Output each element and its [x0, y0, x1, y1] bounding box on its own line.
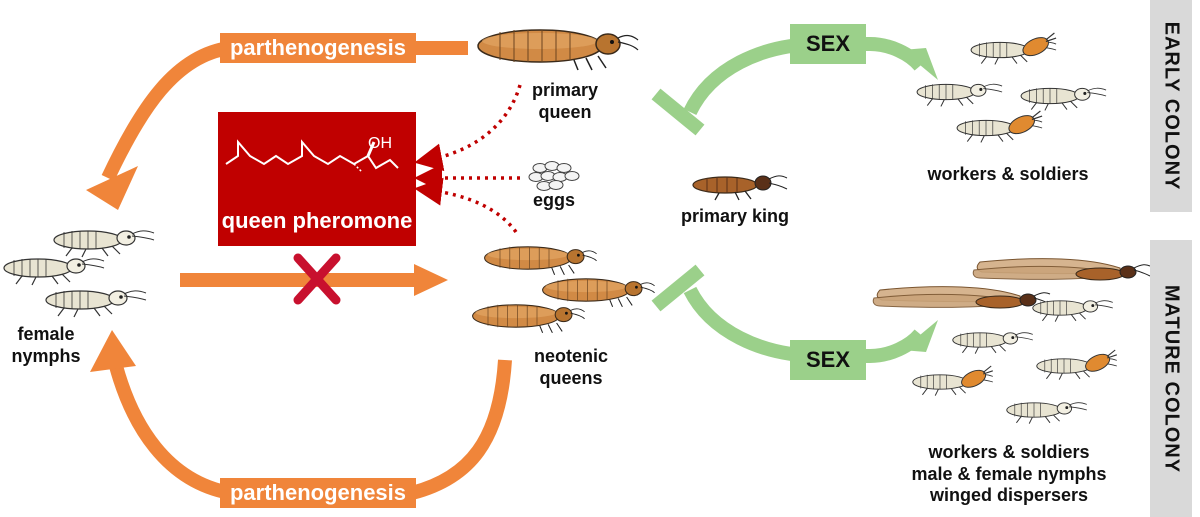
parthenogenesis-top-box: parthenogenesis: [220, 33, 416, 63]
bottom-arrowhead: [90, 330, 136, 372]
nymph-icon: [53, 230, 155, 258]
worker-icon: [1020, 87, 1107, 111]
neotenic-queen-icon: [472, 304, 586, 334]
blocked-cross-icon: [293, 253, 341, 305]
top-arrowhead: [86, 166, 138, 210]
female-nymphs-label: female nymphs: [11, 324, 81, 366]
queen-pheromone-label: queen pheromone: [221, 208, 413, 233]
worker-icon: [916, 83, 1003, 107]
neotenic-queen-icon: [542, 278, 656, 308]
soldier-icon: [957, 111, 1042, 142]
queen-pheromone-arrow: [414, 84, 522, 172]
pheromone-structure-icon: [225, 139, 399, 173]
queen-pheromone-box: OH queen pheromone: [218, 112, 416, 246]
mature-colony-tab: MATURE COLONY: [1150, 240, 1192, 517]
nymph-icon: [3, 258, 105, 286]
early-colony-outcome-label: workers & soldiers: [927, 164, 1089, 184]
mature-colony-label: MATURE COLONY: [1160, 284, 1183, 473]
eggs-label: eggs: [532, 190, 575, 210]
bottom-sex-arrowhead: [902, 320, 938, 352]
top-sex-bar: [651, 88, 705, 136]
winged-disperser-icon: [972, 258, 1151, 281]
bottom-parthenogenesis-arrow: [105, 348, 512, 500]
top-sex-arrowhead: [902, 48, 938, 80]
winged-disperser-icon: [872, 286, 1051, 309]
eggs-icon: [528, 161, 580, 191]
neotenic-queens-label: neotenic queens: [533, 346, 608, 388]
nymph-icon: [952, 332, 1034, 355]
soldier-icon: [1037, 350, 1117, 380]
sex-top-box: SEX: [790, 24, 866, 64]
primary-king-icon: [692, 175, 788, 201]
neotenic-pheromone-arrow: [414, 177, 518, 234]
mature-colony-outcome-label: workers & soldiers male & female nymphs …: [911, 442, 1107, 506]
primary-king-label: primary king: [680, 206, 790, 226]
soldier-icon: [971, 33, 1056, 64]
oh-label: OH: [368, 135, 392, 152]
soldier-icon: [913, 366, 993, 396]
bottom-sex-bar: [651, 264, 705, 312]
neotenic-queen-icon: [484, 246, 598, 276]
early-colony-tab: EARLY COLONY: [1150, 0, 1192, 212]
sex-bottom-box: SEX: [790, 340, 866, 380]
nymph-icon: [1006, 402, 1088, 425]
nymph-icon: [45, 290, 147, 318]
middle-arrowhead: [414, 264, 448, 296]
primary-queen-icon: [477, 29, 639, 71]
nymph-icon: [1032, 300, 1114, 323]
early-colony-label: EARLY COLONY: [1160, 21, 1183, 191]
parthenogenesis-bottom-box: parthenogenesis: [220, 478, 416, 508]
primary-queen-label: primary queen: [531, 80, 599, 122]
